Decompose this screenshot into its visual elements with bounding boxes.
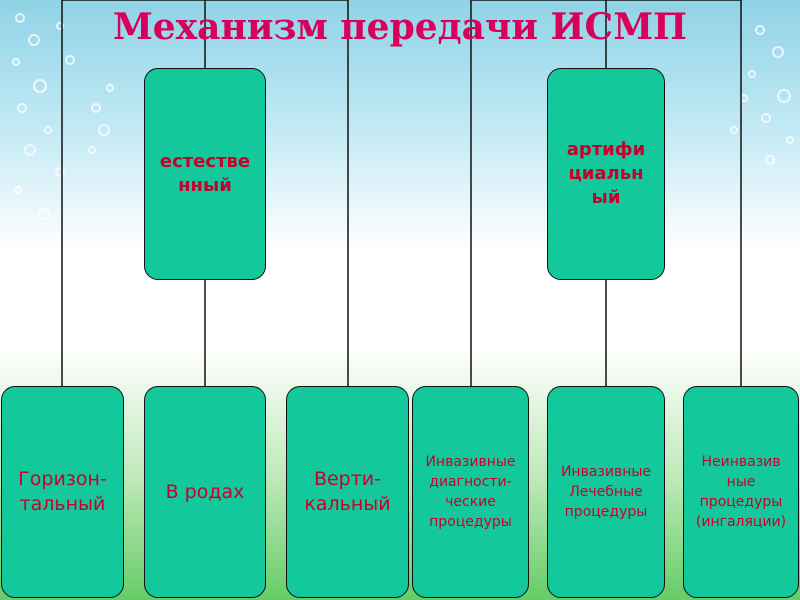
page-title: Механизм передачи ИСМП (112, 6, 688, 48)
leaf-invasive-treatment-label: Инвазивные Лечебные процедуры (560, 464, 652, 520)
category-natural-label: естестве нный (159, 151, 251, 196)
leaf-invasive-diagnostic-label: Инвазивные диагности- ческие процедуры (425, 454, 516, 530)
leaf-vertical-label: Верти- кальный (304, 468, 391, 515)
category-artificial: артифи циальн ый (547, 68, 665, 280)
leaf-horizontal-label: Горизон- тальный (18, 468, 107, 515)
leaf-invasive-diagnostic: Инвазивные диагности- ческие процедуры (412, 386, 529, 598)
leaf-noninvasive: Неинвазив ные процедуры (ингаляции) (683, 386, 799, 598)
leaf-noninvasive-label: Неинвазив ные процедуры (ингаляции) (695, 454, 787, 530)
category-artificial-label: артифи циальн ый (566, 139, 646, 208)
leaf-in-labor: В родах (144, 386, 266, 598)
leaf-invasive-treatment: Инвазивные Лечебные процедуры (547, 386, 665, 598)
leaf-in-labor-label: В родах (165, 480, 245, 503)
leaf-horizontal: Горизон- тальный (1, 386, 124, 598)
leaf-vertical: Верти- кальный (286, 386, 409, 598)
category-natural: естестве нный (144, 68, 266, 280)
